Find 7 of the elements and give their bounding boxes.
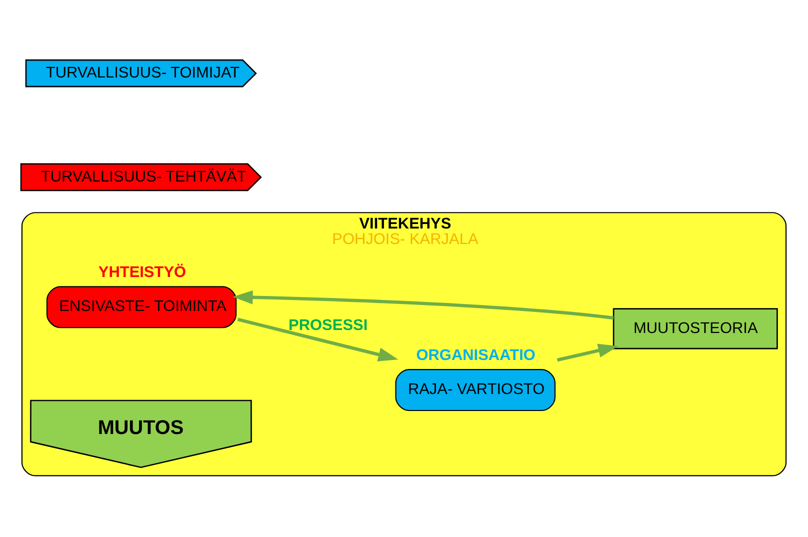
arrow	[237, 317, 398, 361]
node-box: MUUTOSTEORIA	[612, 308, 778, 349]
arrow	[556, 343, 618, 362]
edge-label: PROSESSI	[288, 316, 368, 334]
node-label: ORGANISAATIO	[416, 346, 536, 364]
node-label: YHTEISTYÖ	[98, 263, 186, 280]
arrow	[232, 290, 614, 320]
